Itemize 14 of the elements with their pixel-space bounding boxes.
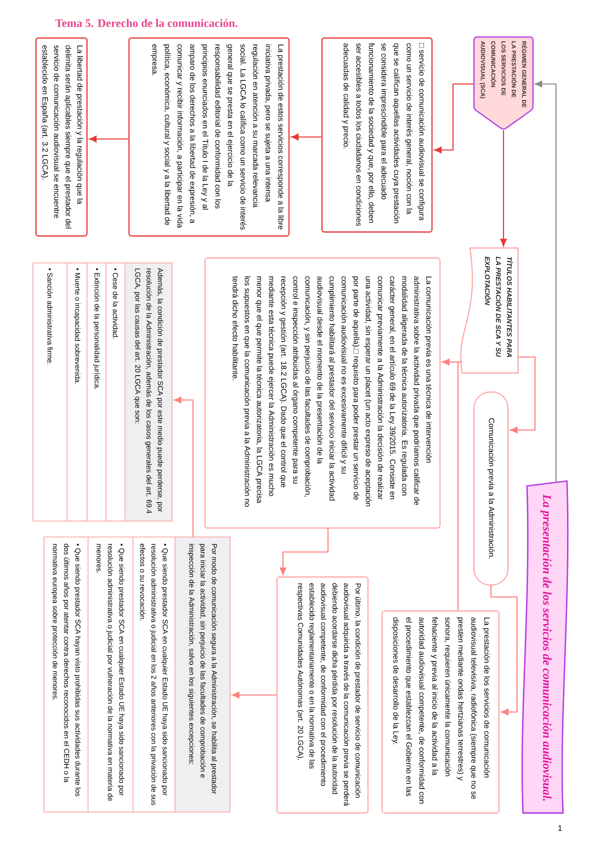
arrow [174,396,194,537]
arrow [490,586,518,716]
page-number: 1 [558,825,562,831]
arrow [434,83,474,154]
arrow [291,134,322,140]
page-title: Tema 5. Derecho de la comunicación. [55,18,238,28]
arrow [534,80,557,483]
arrow [232,692,276,698]
connector-line [457,361,462,610]
arrow [510,356,536,434]
arrow [500,130,507,246]
arrow [89,136,128,142]
banner: La presentación de los servicios de comunicación audiovisual. [521,480,568,814]
arrow [280,528,329,575]
